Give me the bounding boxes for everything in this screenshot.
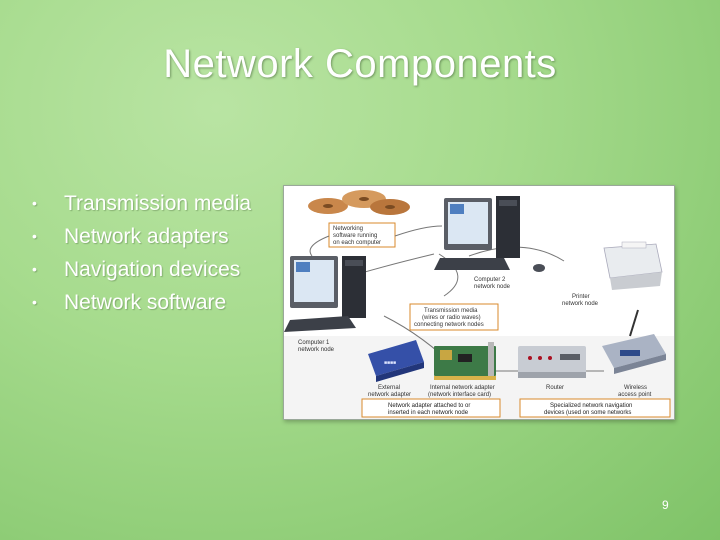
bullet-dot: • [32,261,37,277]
external-adapter-icon: ■■■■ [368,340,424,382]
label-router: Router [546,385,564,391]
label-wireless: Wireless [624,385,647,391]
bullet-text: Network software [64,291,227,314]
page-number: 9 [662,498,669,512]
callout-software: software running [333,233,377,239]
bullet-item: • Network adapters [30,223,265,250]
bullet-item: • Transmission media [30,190,265,217]
bullet-dot: • [32,294,37,310]
bullet-item: • Network software [30,289,265,316]
label-computer-2: network node [474,284,511,290]
note-network-adapter: inserted in each network node [388,410,469,416]
bullet-text: Transmission media [64,192,252,215]
label-printer: Printer [572,294,590,300]
callout-media: connecting network nodes [414,322,484,328]
note-network-adapter: Network adapter attached to or [388,403,470,409]
bullet-item: • Navigation devices [30,256,265,283]
bullet-dot: • [32,228,37,244]
label-printer: network node [562,301,599,307]
computer-2-icon [434,196,520,270]
label-external-adapter: network adapter [368,392,411,398]
bullet-text: Network adapters [64,225,229,248]
label-internal-adapter: (network interface card) [428,392,491,398]
label-computer-2: Computer 2 [474,277,506,283]
label-wireless: access point [618,392,652,398]
callout-media: Transmission media [424,308,478,314]
callout-software: on each computer [333,240,381,246]
network-diagram: Networking software running on each comp… [284,186,674,419]
slide-title: Network Components [163,42,557,86]
label-computer-1: network node [298,347,335,353]
svg-text:■■■■: ■■■■ [384,360,396,366]
network-diagram-figure: Networking software running on each comp… [283,185,675,420]
label-internal-adapter: Internal network adapter [430,385,495,391]
label-external-adapter: External [378,385,400,391]
note-navigation-devices: devices (used on some networks [544,410,631,416]
printer-icon [533,241,663,290]
callout-media: (wires or radio waves) [422,315,481,321]
router-icon [518,346,586,378]
bullet-dot: • [32,195,37,211]
label-computer-1: Computer 1 [298,340,330,346]
wireless-access-point-icon [602,309,666,374]
bullet-text: Navigation devices [64,258,241,281]
note-navigation-devices: Specialized network navigation [550,403,632,409]
callout-software: Networking [333,226,363,232]
computer-1-icon [284,256,366,332]
bullet-list: • Transmission media • Network adapters • N… [30,190,265,322]
network-interface-card-icon [434,342,496,380]
software-discs-icon [308,190,410,215]
